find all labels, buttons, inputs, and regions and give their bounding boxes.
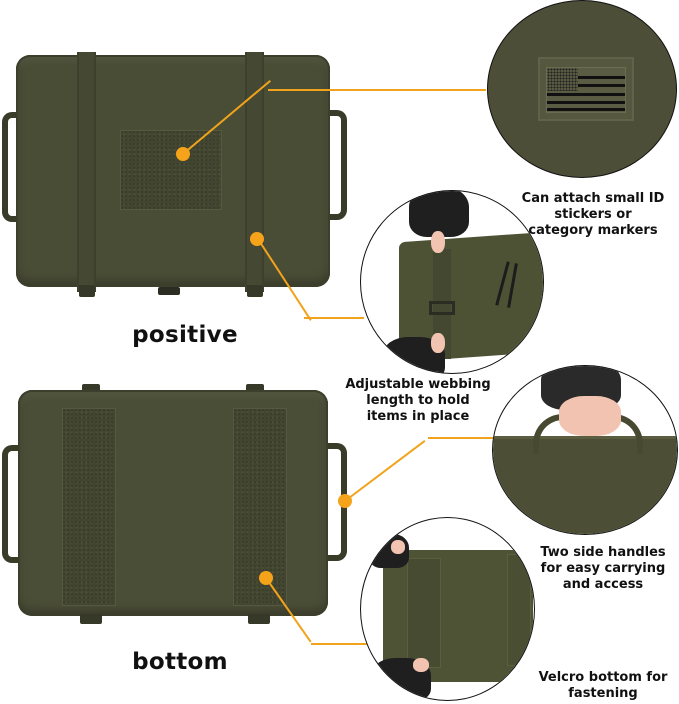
velcro-strap — [407, 558, 441, 668]
leader-line — [268, 89, 486, 91]
top-view-label: positive — [132, 322, 238, 348]
detail-circle-webbing — [360, 190, 544, 374]
buckle — [158, 287, 180, 295]
finger — [431, 231, 445, 253]
leader-line — [428, 437, 494, 439]
leader-line — [311, 643, 381, 645]
finger — [413, 658, 429, 672]
caption-webbing: Adjustable webbing length to hold items … — [345, 377, 491, 424]
callout-dot — [338, 494, 352, 508]
id-patch-velcro — [120, 130, 222, 210]
buckle — [429, 301, 455, 315]
caption-id-patch: Can attach small ID stickers or category… — [521, 191, 665, 238]
right-handle — [327, 110, 347, 220]
strap-tab — [82, 384, 100, 394]
gloved-hand-top — [409, 191, 469, 237]
caption-handles: Two side handles for easy carrying and a… — [540, 545, 666, 592]
velcro-strip — [507, 554, 531, 666]
caption-velcro: Velcro bottom for fastening — [538, 670, 668, 701]
strap-tab — [246, 384, 264, 394]
webbing-strap — [433, 249, 451, 359]
callout-dot — [250, 232, 264, 246]
fingers — [559, 396, 621, 436]
strap-tab — [247, 285, 263, 297]
strap-tab — [248, 614, 270, 624]
detail-circle-id-patch — [487, 0, 677, 178]
velcro-strip-right — [233, 408, 287, 606]
bottom-view-label: bottom — [132, 649, 228, 675]
leader-line — [304, 317, 364, 319]
detail-circle-velcro — [360, 517, 535, 701]
velcro-strip-left — [62, 408, 116, 606]
bag-top — [493, 436, 677, 534]
strap-tab — [80, 614, 102, 624]
us-flag-patch-icon — [547, 68, 625, 112]
left-handle — [2, 112, 22, 222]
detail-circle-handles — [492, 365, 678, 535]
callout-dot — [259, 571, 273, 585]
finger — [391, 540, 405, 554]
strap-tab — [79, 285, 95, 297]
left-handle — [2, 445, 22, 563]
leader-line — [344, 440, 426, 502]
strap-left — [77, 52, 96, 292]
finger — [431, 333, 445, 353]
callout-dot — [176, 147, 190, 161]
